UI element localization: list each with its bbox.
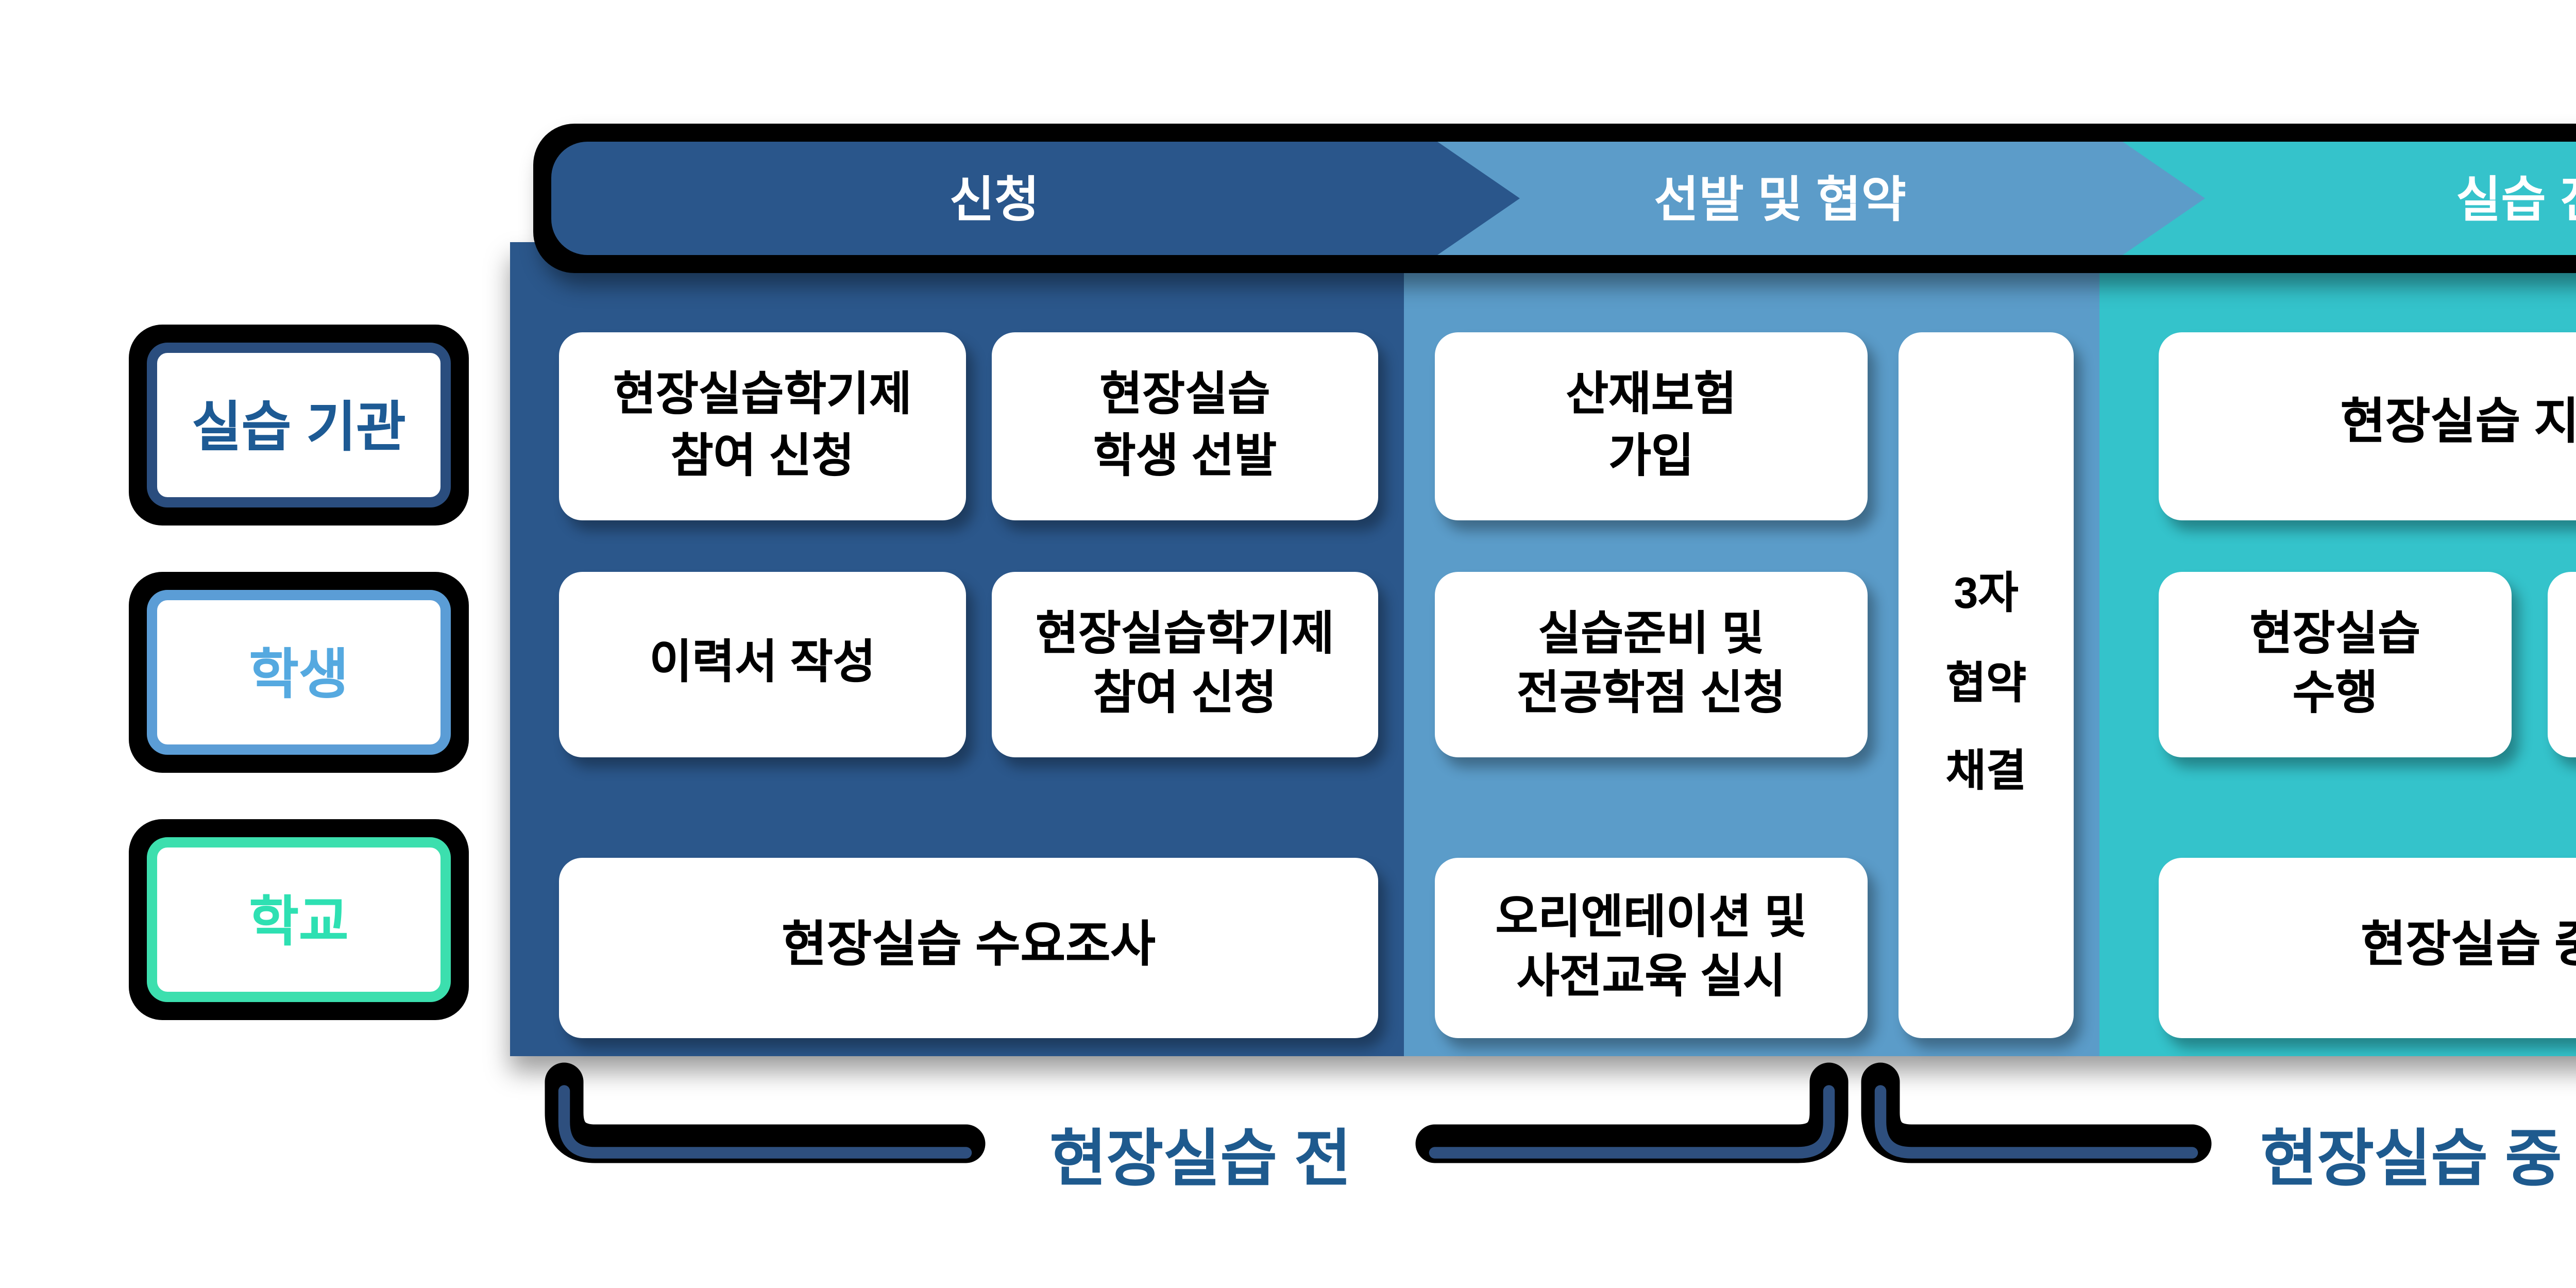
actor-box-institution: 실습 기관 [129,325,469,526]
step-midterm-check: 현장실습 중간점검 [2159,858,2576,1038]
step-insurance: 산재보험 가입 [1435,332,1868,520]
step-checklist: 점검서 제출 [2548,572,2576,757]
step-guide-manage: 현장실습 지도 / 관리 [2159,332,2576,520]
step-resume: 이력서 작성 [559,572,966,757]
actor-label-school: 학교 [147,837,451,1002]
phase-label-progress: 실습 진행 [2456,173,2576,227]
step-perform: 현장실습 수행 [2159,572,2512,757]
actor-label-institution: 실습 기관 [147,343,451,507]
stage-label-before: 현장실습 전 [1049,1126,1351,1195]
step-org-apply: 현장실습학기제 참여 신청 [559,332,966,520]
phase-chevron-progress [2123,142,2576,255]
phase-label-selection: 선발 및 협약 [1654,173,1906,227]
phase-label-apply: 신청 [950,173,1040,227]
step-prep-credit: 실습준비 및 전공학점 신청 [1435,572,1868,757]
step-three-party-agreement: 3자 협약 채결 [1899,332,2074,1038]
actor-box-school: 학교 [129,819,469,1020]
step-student-apply: 현장실습학기제 참여 신청 [992,572,1378,757]
step-orientation: 오리엔테이션 및 사전교육 실시 [1435,858,1868,1038]
stage-label-during: 현장실습 중 [2260,1126,2562,1195]
phase-chevron-apply [551,142,1520,255]
actor-box-student: 학생 [129,572,469,773]
phase-chevron-selection [1437,142,2205,255]
step-demand-survey: 현장실습 수요조사 [559,858,1378,1038]
step-org-select: 현장실습 학생 선발 [992,332,1378,520]
actor-label-student: 학생 [147,590,451,755]
